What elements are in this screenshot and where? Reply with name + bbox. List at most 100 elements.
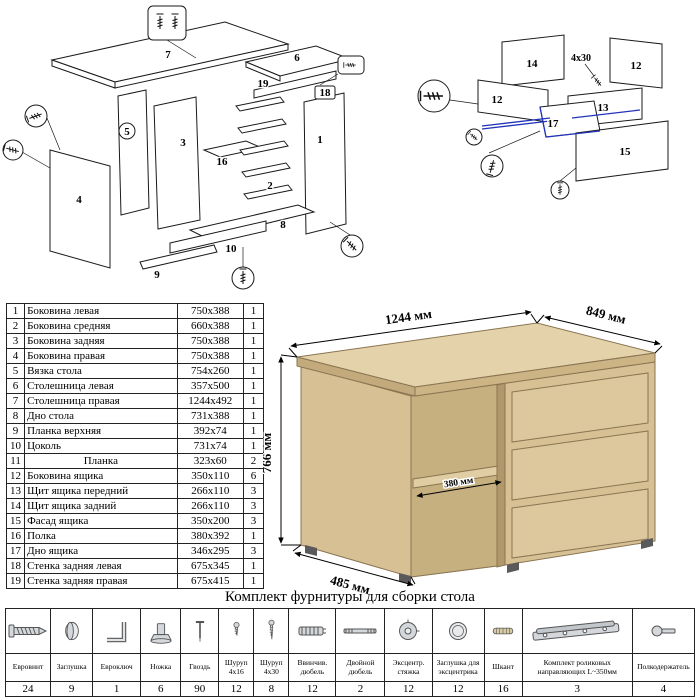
part-labels-right: 14 12 12 13 17 15 4x30 [490,52,643,160]
hardware-icon-cell [384,608,433,654]
part-size: 731x388 [176,408,244,424]
screw-detail-box [147,5,187,41]
part-qty: 3 [242,483,265,499]
part-name: Боковина правая [24,348,178,364]
part-size: 346x295 [176,543,244,559]
part-number: 18 [5,558,26,574]
part-number: 10 [5,438,26,454]
hex-key-icon [95,611,139,651]
hardware-name: Заглушка [50,653,94,682]
part-qty: 1 [242,573,265,589]
confirmat-screw-icon [8,624,47,638]
tie-panel [117,89,150,216]
drawer-front [511,488,649,559]
part-number: 16 [5,528,26,544]
part-number: 12 [5,468,26,484]
hardware-qty: 12 [431,681,485,697]
cam-cap-icon [449,622,468,640]
drawer-side-panel [609,37,663,89]
part-qty: 1 [242,348,265,364]
part-qty: 1 [242,408,265,424]
hardware-icon-cell [431,608,485,654]
part-name: Боковина левая [24,303,178,319]
part-qty: 1 [242,558,265,574]
hardware-qty-row: 24 9 1 6 90 12 8 12 2 12 12 16 3 4 [4,681,696,697]
part-size: 675x345 [176,558,244,574]
hardware-name: Шуруп 4x16 [218,653,255,682]
hardware-qty: 8 [253,681,290,697]
part-label: 13 [598,102,610,114]
part-name: Стенка задняя правая [24,573,178,589]
top-rail-panel [139,244,218,270]
hardware-qty: 2 [335,681,386,697]
part-qty: 1 [242,318,265,334]
part-size: 392x74 [176,423,244,439]
hardware-icon-cell [92,608,142,654]
part-number: 14 [5,498,26,514]
part-label: 18 [320,87,332,99]
part-name: Боковина ящика [24,468,178,484]
dimension-lines [278,310,663,587]
hardware-qty: 90 [180,681,220,697]
drawer-slide-icon [532,619,620,641]
desk-body [296,322,656,578]
double-dowel-icon [343,628,377,634]
part-qty: 3 [242,543,265,559]
part-labels-left: 7 6 19 18 5 3 16 2 1 9 4 10 8 [75,48,332,283]
part-number: 13 [5,483,26,499]
part-name: Планка верхняя [24,423,178,439]
part-label: 12 [631,60,643,72]
drawer-slide-guides [481,106,641,138]
part-qty: 1 [242,423,265,439]
part-label: 19 [258,78,270,90]
part-qty: 1 [242,438,265,454]
hardware-icon-cell [288,608,337,654]
screw-4x16-icon [233,622,240,636]
screw-4x30-icon [268,619,275,640]
hardware-qty: 12 [384,681,433,697]
part-name: Вязка стола [24,363,178,379]
part-size: 357x500 [176,378,244,394]
part-number: 15 [5,513,26,529]
part-name: Столешница правая [24,393,178,409]
hardware-name: Гвоздь [180,653,220,682]
hardware-icon-cell [4,608,52,654]
part-5-circle [118,122,136,140]
hardware-qty: 3 [521,681,633,697]
drawer-front [511,372,649,443]
fastener-callouts-left [2,5,365,290]
shelf-pin-icon [651,625,676,637]
part-label: 16 [217,156,229,168]
part-number: 2 [5,318,26,334]
part-qty: 1 [242,393,265,409]
back-strip-panel [253,70,337,99]
hardware-icon-cell [50,608,94,654]
hardware-names-row: Евровинт Заглушка Евроключ Ножка Гвоздь … [4,653,696,682]
bottom-panel [188,204,316,239]
part-size: 731x74 [176,438,244,454]
hardware-name: Заглушка для эксцентрика [431,653,485,682]
part-label: 15 [620,146,632,158]
part-number: 19 [5,573,26,589]
hardware-qty: 16 [483,681,523,697]
part-qty: 1 [242,528,265,544]
hardware-qty: 9 [50,681,94,697]
part-size: 380x392 [176,528,244,544]
drawer-back-panel [501,34,565,87]
hardware-icon-cell [180,608,220,654]
part-number: 5 [5,363,26,379]
nail-icon [194,620,205,643]
part-name: Дно стола [24,408,178,424]
part-name: Столешница левая [24,378,178,394]
